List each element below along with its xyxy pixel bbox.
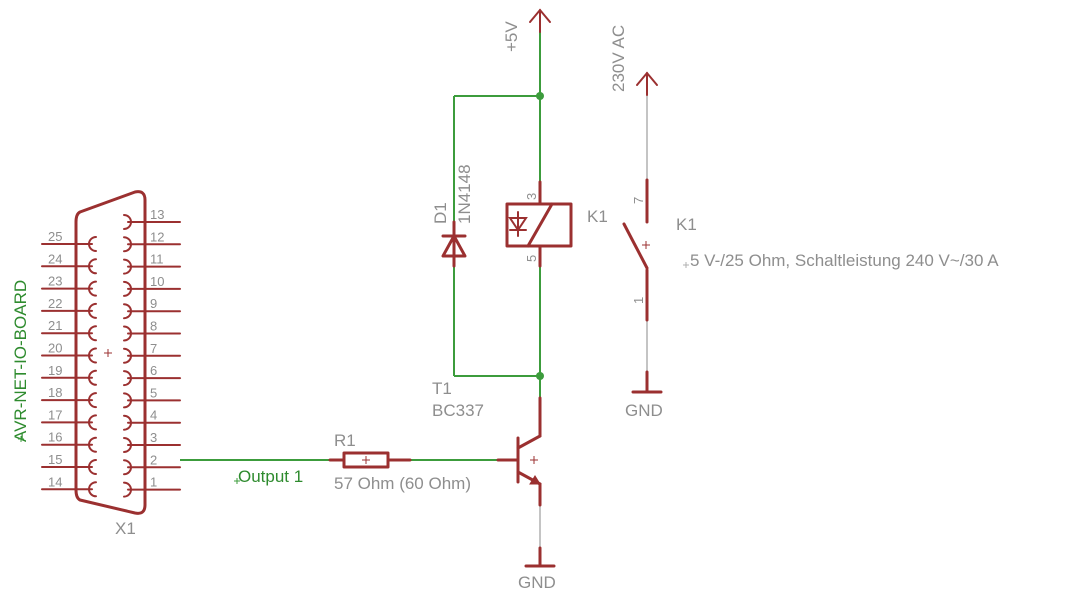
transistor-value: BC337 (432, 401, 484, 420)
connector-pin-label: 20 (48, 341, 62, 356)
connector-pin-label: 17 (48, 407, 62, 422)
connector-pin-label: 5 (150, 385, 157, 400)
connector-pin-label: 22 (48, 296, 62, 311)
relay-contact-pin-bottom: 1 (631, 297, 646, 304)
ground-transistor: GND (518, 546, 556, 592)
connector-pin-label: 8 (150, 319, 157, 334)
connector-pin-label: 4 (150, 408, 157, 423)
board-label-origin (18, 436, 24, 442)
connector-pin-16: 16 (41, 430, 97, 453)
connector-name: X1 (115, 519, 136, 538)
connector-pin-label: 6 (150, 363, 157, 378)
connector-pin-label: 13 (150, 207, 164, 222)
net-output-label: Output 1 (238, 467, 303, 486)
connector-pin-label: 7 (150, 341, 157, 356)
transistor-name: T1 (432, 379, 452, 398)
relay-contact-pin-top: 7 (631, 197, 646, 204)
vcc-label: +5V (502, 21, 521, 52)
connector-pin-25: 25 (41, 229, 97, 252)
connector-pin-20: 20 (41, 341, 97, 364)
connector-right-pins: 13 12 11 10 9 8 7 6 5 4 3 2 1 (123, 207, 181, 498)
connector-pin-24: 24 (41, 251, 97, 275)
relay-coil-name: K1 (587, 207, 608, 226)
connector-pin-17: 17 (41, 407, 97, 431)
diode-name: D1 (431, 202, 450, 224)
ac-label: 230V AC (609, 25, 628, 92)
relay-coil-k1: 3 5 K1 (505, 180, 608, 268)
junction-top (536, 92, 544, 100)
connector-pin-label: 18 (48, 385, 62, 400)
connector-pin-label: 10 (150, 274, 164, 289)
connector-pin-label: 24 (48, 251, 62, 266)
connector-pin-label: 11 (150, 252, 164, 267)
resistor-r1: R1 57 Ohm (60 Ohm) (328, 431, 471, 493)
connector-pin-6: 6 (123, 363, 181, 387)
transistor-t1: T1 BC337 (432, 379, 542, 507)
diode-value: 1N4148 (455, 164, 474, 224)
connector-pin-2: 2 (123, 452, 181, 476)
connector-pin-7: 7 (123, 341, 181, 364)
relay-contact-description: 5 V-/25 Ohm, Schaltleistung 240 V~/30 A (690, 251, 999, 270)
connector-pin-label: 25 (48, 229, 62, 244)
connector-pin-22: 22 (41, 296, 97, 319)
connector-pin-15: 15 (41, 452, 97, 475)
wires (180, 10, 648, 548)
connector-pin-11: 11 (123, 252, 181, 275)
connector-pin-18: 18 (41, 385, 97, 409)
connector-pin-8: 8 (123, 319, 181, 342)
relay-coil-pin-bottom: 5 (524, 255, 539, 262)
connector-pin-label: 16 (48, 430, 62, 445)
connector-pin-label: 19 (48, 363, 62, 378)
board-label: AVR-NET-IO-BOARD (11, 280, 30, 442)
connector-pin-label: 21 (48, 318, 62, 333)
gnd-relay-label: GND (625, 401, 663, 420)
connector-pin-1: 1 (123, 475, 181, 498)
connector-pin-label: 1 (150, 475, 157, 490)
connector-pin-13: 13 (123, 207, 181, 230)
supply-vcc: +5V (502, 8, 551, 52)
ground-relay: GND (625, 370, 663, 420)
relay-contact-k1: 7 1 K1 5 V-/25 Ohm, Schaltleistung 240 V… (622, 178, 999, 322)
connector-pin-5: 5 (123, 385, 181, 409)
connector-pin-label: 14 (48, 474, 62, 489)
connector-pin-label: 2 (150, 452, 157, 467)
connector-pin-label: 3 (150, 430, 157, 445)
connector-pin-3: 3 (123, 430, 181, 453)
connector-pin-label: 23 (48, 274, 62, 289)
connector-left-pins: 25 24 23 22 21 20 19 18 17 16 15 14 (41, 229, 97, 498)
connector-pin-14: 14 (41, 474, 97, 498)
connector-pin-9: 9 (123, 296, 181, 320)
connector-pin-23: 23 (41, 274, 97, 297)
connector-pin-10: 10 (123, 274, 181, 297)
resistor-value: 57 Ohm (60 Ohm) (334, 474, 471, 493)
connector-pin-4: 4 (123, 408, 181, 431)
connector-pin-label: 9 (150, 296, 157, 311)
connector-pin-21: 21 (41, 318, 97, 342)
connector-pin-label: 15 (48, 452, 62, 467)
relay-coil-pin-top: 3 (524, 193, 539, 200)
connector-pin-label: 12 (150, 229, 164, 244)
relay-contact-name: K1 (676, 215, 697, 234)
connector-body (74, 190, 147, 515)
net-label-output1: Output 1 (234, 467, 303, 486)
junction-bottom (536, 372, 544, 380)
gnd-transistor-label: GND (518, 573, 556, 592)
connector-pin-19: 19 (41, 363, 97, 386)
diode-d1: D1 1N4148 (431, 164, 474, 268)
resistor-name: R1 (334, 431, 356, 450)
supply-ac: 230V AC (609, 25, 658, 96)
connector-pin-12: 12 (123, 229, 181, 253)
